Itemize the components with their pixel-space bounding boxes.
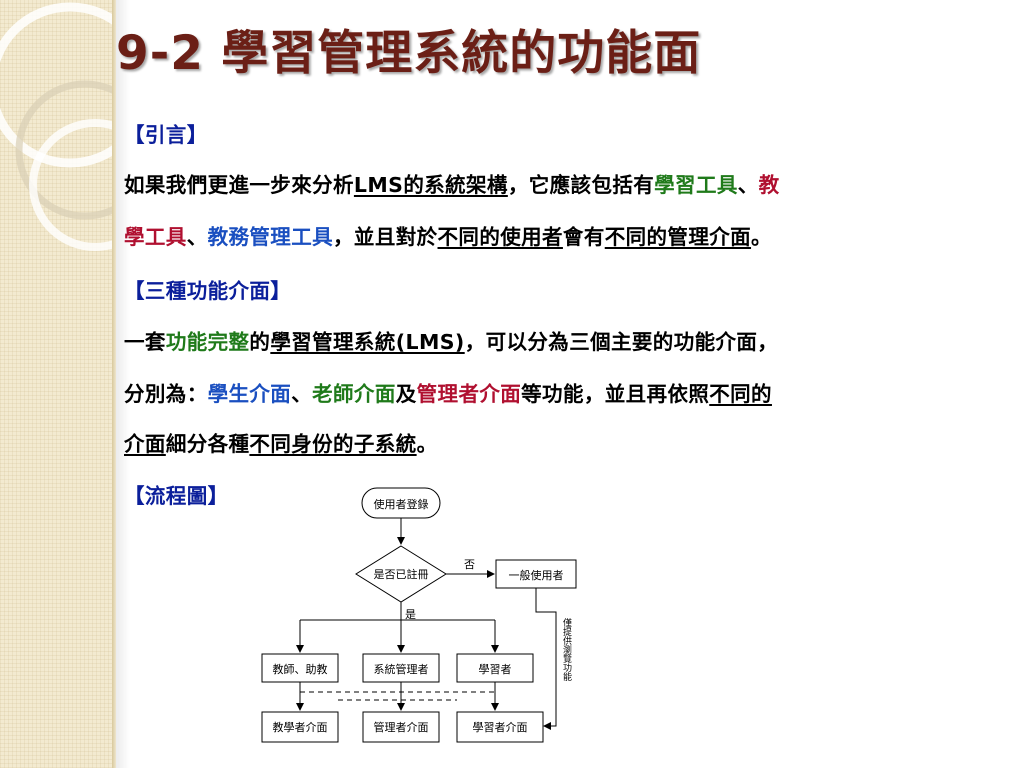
- text-run: 等功能，並且再依照: [521, 382, 710, 406]
- flow-role-label: 教師、助教: [273, 662, 328, 676]
- sidebar-border: [112, 0, 116, 768]
- flow-arrow: [535, 588, 557, 730]
- section-heading-flowchart: 【流程圖】: [124, 484, 229, 508]
- text-run: 老師介面: [312, 382, 396, 406]
- flow-decision-label: 是否已註冊: [374, 568, 429, 581]
- text-run: 、: [186, 225, 208, 249]
- flow-general-user-node: [495, 559, 577, 589]
- flow-general-user-label: 一般使用者: [509, 569, 564, 582]
- text-run: 分別為：: [124, 382, 208, 406]
- intro-paragraph-line-2: 學工具、教務管理工具，並且對於不同的使用者會有不同的管理介面。: [124, 222, 1014, 252]
- sidebar-shadow: [116, 0, 130, 768]
- text-run: 一套: [124, 330, 166, 354]
- flow-interface-admin-node: [362, 711, 440, 743]
- text-run: 、: [291, 382, 313, 406]
- text-run: 功能完整: [165, 330, 250, 354]
- text-run: 會有: [562, 225, 605, 249]
- text-run: 不同的管理介面: [604, 225, 752, 249]
- section-heading-intro: 【引言】: [124, 123, 208, 147]
- flow-role-label: 系統管理者: [374, 662, 429, 676]
- text-run: 教務管理工具: [207, 225, 334, 249]
- flow-side-label: 僅提供瀏覽功能: [561, 617, 572, 682]
- text-run: 及: [395, 382, 417, 406]
- flow-interface-label: 教學者介面: [273, 721, 328, 734]
- text-run: 不同的: [709, 382, 772, 406]
- text-run: 。: [416, 432, 438, 456]
- flow-role-admin-node: [362, 653, 440, 683]
- flow-start-label: 使用者登錄: [374, 497, 429, 511]
- flow-yes-label: 是: [405, 608, 416, 621]
- text-run: 不同的使用者: [437, 225, 563, 249]
- flow-interface-teacher-node: [261, 711, 339, 743]
- flow-interface-label: 學習者介面: [473, 721, 528, 734]
- text-run: 學生介面: [207, 382, 292, 406]
- text-run: 如果我們更進一步來分析: [124, 173, 354, 197]
- flow-interface-label: 管理者介面: [374, 720, 429, 734]
- decorative-sidebar: [0, 0, 112, 768]
- text-run: LMS的系統架構: [353, 173, 508, 197]
- flow-interface-learner-node: [456, 711, 544, 743]
- text-run: 介面: [124, 432, 166, 456]
- text-run: ，並且對於: [333, 225, 438, 249]
- text-run: ，它應該包括有: [507, 173, 655, 197]
- text-run: 細分各種: [165, 432, 250, 456]
- text-run: 學習工具: [654, 173, 738, 197]
- flow-role-teacher-node: [261, 653, 339, 683]
- intro-paragraph-line-1: 如果我們更進一步來分析LMS的系統架構，它應該包括有學習工具、教: [124, 170, 1014, 200]
- login-flowchart: 使用者登錄 是否已註冊 否 一般使用者 僅提供瀏覽功能 是 教師、助教 系統管理…: [261, 487, 577, 743]
- text-run: 教: [758, 173, 780, 197]
- text-run: 。: [751, 225, 772, 249]
- text-run: 學習管理系統(LMS): [270, 330, 465, 354]
- interfaces-paragraph-line-3: 介面細分各種不同身份的子系統。: [124, 429, 1014, 459]
- flow-role-label: 學習者: [479, 663, 512, 676]
- slide-title: 9-2 學習管理系統的功能面: [116, 26, 702, 81]
- section-heading-three-interfaces: 【三種功能介面】: [124, 279, 292, 303]
- text-run: 管理者介面: [416, 382, 522, 406]
- flow-no-label: 否: [464, 558, 475, 571]
- text-run: 不同身份的子系統: [249, 432, 417, 456]
- text-run: 、: [737, 173, 759, 197]
- interfaces-paragraph-line-2: 分別為：學生介面、老師介面及管理者介面等功能，並且再依照不同的: [124, 379, 1014, 409]
- interfaces-paragraph-line-1: 一套功能完整的學習管理系統(LMS)，可以分為三個主要的功能介面，: [124, 327, 1014, 357]
- text-run: 的: [249, 330, 271, 354]
- text-run: 學工具: [124, 225, 187, 249]
- text-run: ，可以分為三個主要的功能介面，: [464, 330, 779, 354]
- decorative-circles: [0, 2, 112, 251]
